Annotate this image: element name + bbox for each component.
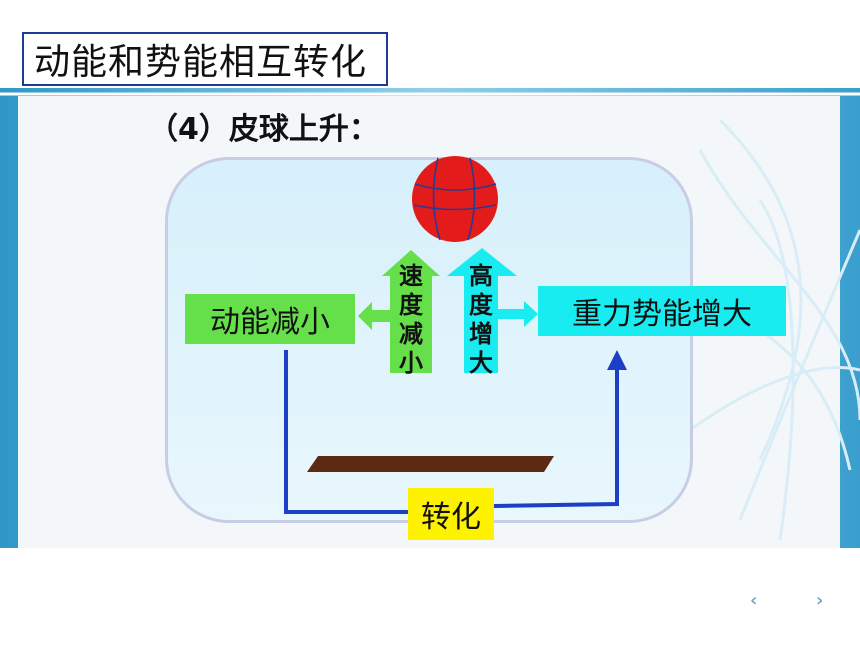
kinetic-energy-box: 动能减小: [185, 294, 355, 344]
speed-label: 速度减小: [399, 262, 423, 377]
prev-slide-button[interactable]: ‹: [750, 590, 758, 611]
height-label: 高度增大: [469, 262, 493, 377]
decorative-web-graphic: [689, 118, 860, 541]
potential-energy-box: 重力势能增大: [538, 286, 786, 336]
slide-title: 动能和势能相互转化: [22, 32, 388, 86]
conversion-box: 转化: [408, 488, 494, 540]
next-slide-button[interactable]: ›: [816, 590, 824, 611]
slide-subtitle: （4）皮球上升：: [148, 112, 379, 147]
